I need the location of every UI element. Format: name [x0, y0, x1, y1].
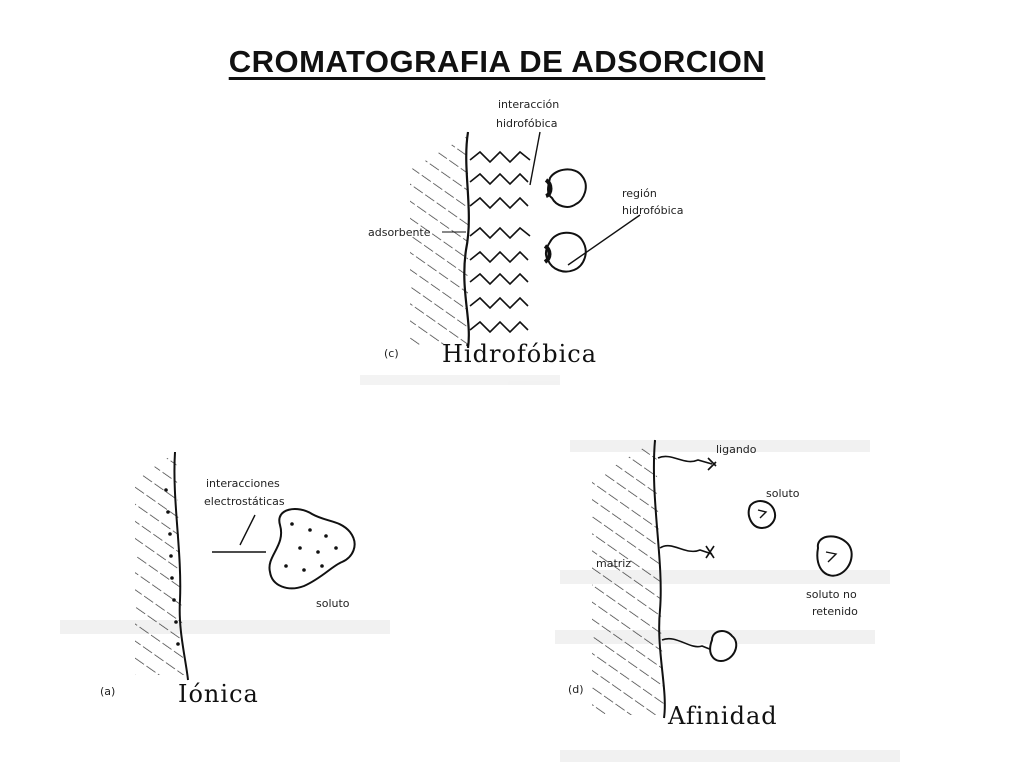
label-matrix: matriz — [596, 557, 631, 570]
leader-interaction — [529, 131, 541, 186]
panel-tag-c: (c) — [384, 347, 399, 360]
label-interactions-2: electrostáticas — [204, 495, 285, 508]
label-unretained-2: retenido — [812, 605, 858, 618]
solute-blob-ionic — [268, 508, 356, 590]
label-interaction-1: interacción — [498, 98, 559, 111]
label-ligand: ligando — [716, 443, 757, 456]
solute-bound — [709, 630, 738, 662]
matrix-hatch-a — [135, 452, 184, 675]
adsorbent-hatch — [410, 135, 468, 345]
label-solute-ionic: soluto — [316, 597, 350, 610]
matrix-hatch-d — [592, 440, 664, 715]
matrix-surface-d — [652, 439, 666, 719]
panel-affinity: ligando soluto matriz soluto no retenido… — [568, 439, 858, 730]
panel-ionic: interacciones electrostáticas soluto (a)… — [100, 451, 356, 708]
leader-electrostatic — [239, 514, 256, 546]
caption-ionic: Iónica — [178, 680, 259, 708]
caption-affinity: Afinidad — [667, 702, 778, 730]
label-region-1: región — [622, 187, 657, 200]
label-unretained-1: soluto no — [806, 588, 857, 601]
label-interactions-1: interacciones — [206, 477, 280, 490]
panel-tag-a: (a) — [100, 685, 115, 698]
label-solute-d: soluto — [766, 487, 800, 500]
ligand-arms — [657, 455, 717, 651]
hydrophobic-chains — [469, 150, 531, 334]
caption-hydrophobic: Hidrofóbica — [442, 340, 597, 368]
protein-blob-top — [547, 168, 587, 208]
hydrophobic-patch-top — [544, 178, 553, 198]
label-adsorbent: adsorbente — [368, 226, 431, 239]
leader-region — [567, 214, 641, 266]
hydrophobic-patch-bottom — [543, 244, 552, 264]
protein-blob-bottom — [544, 231, 587, 273]
solute-free — [747, 500, 776, 530]
panel-hydrophobic: interacción hidrofóbica región hidrofóbi… — [368, 98, 683, 368]
label-region-2: hidrofóbica — [622, 204, 683, 217]
adsorbent-surface — [463, 131, 470, 349]
page-title: CROMATOGRAFIA DE ADSORCION — [228, 44, 766, 79]
matrix-surface-a — [173, 451, 189, 681]
panel-tag-d: (d) — [568, 683, 584, 696]
surface-charges — [164, 488, 180, 646]
label-interaction-2: hidrofóbica — [496, 117, 557, 130]
solute-charges — [284, 522, 338, 572]
